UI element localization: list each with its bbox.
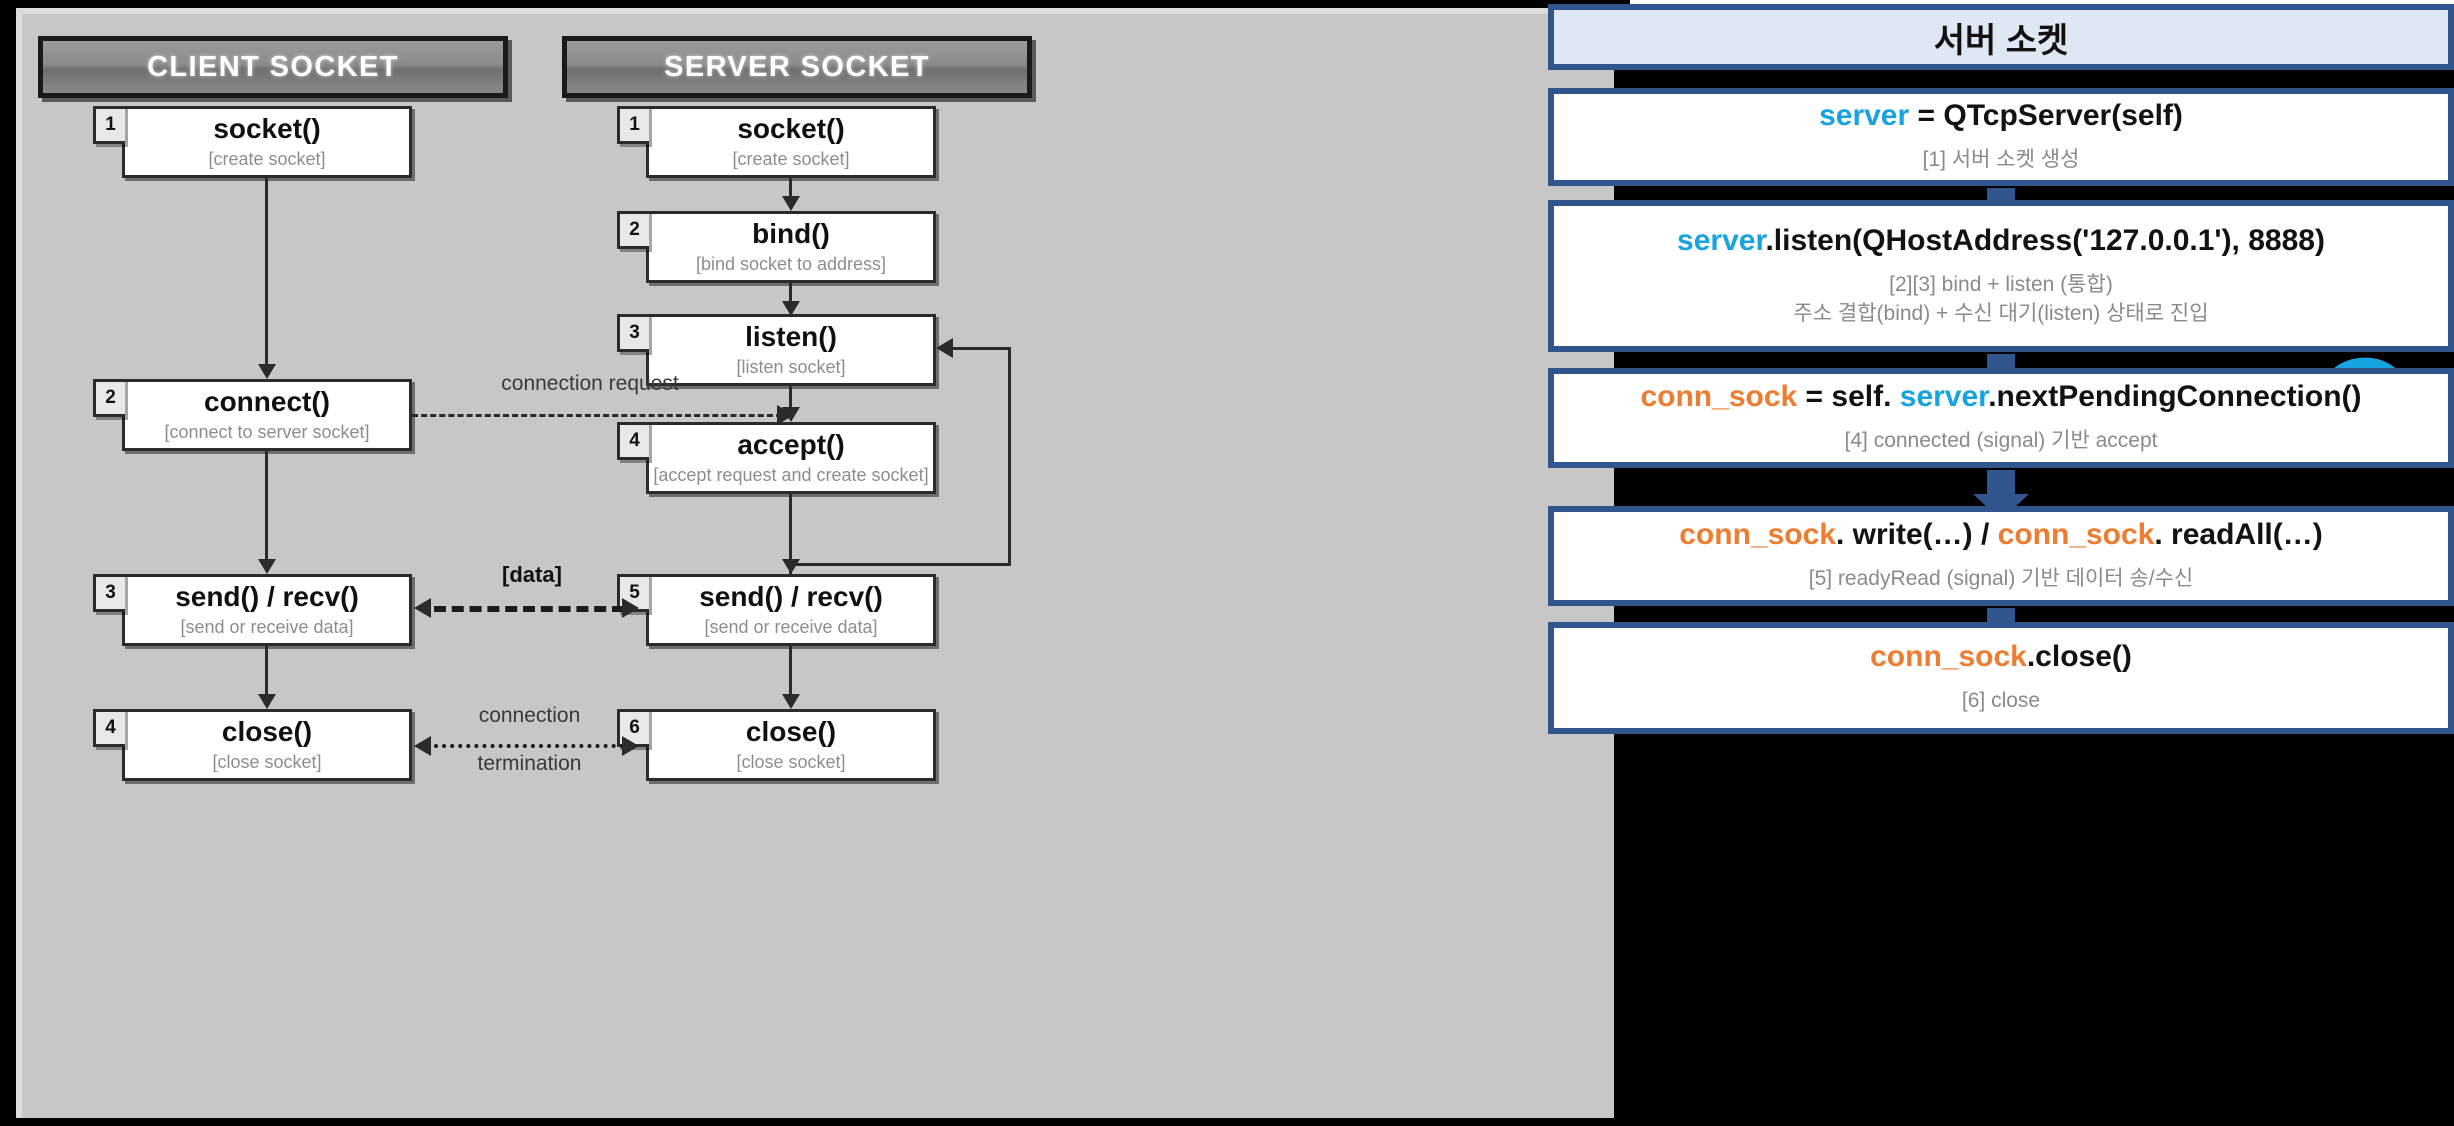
client-step-4-badge: 4 — [93, 709, 125, 747]
client-arrowhead-2 — [258, 559, 276, 574]
server-step-1-badge: 1 — [617, 106, 649, 144]
client-step-4-sub: [close socket] — [212, 751, 322, 772]
client-step-3-sub: [send or receive data] — [180, 616, 354, 637]
server-step-socket: 1 socket() [create socket] — [617, 106, 936, 178]
server-arrowhead-5 — [782, 694, 800, 709]
server-step-1-sub: [create socket] — [732, 148, 850, 169]
edge-termination-line — [434, 744, 624, 748]
server-arrowhead-2 — [782, 301, 800, 316]
server-socket-code-panel: 서버 소켓 server = QTcpServer(self) [1] 서버 소… — [1548, 0, 2454, 1126]
edge-connection-request-label: connection request — [501, 372, 679, 395]
panel-step-1: server = QTcpServer(self) [1] 서버 소켓 생성 — [1548, 88, 2454, 186]
client-step-2-badge: 2 — [93, 379, 125, 417]
client-step-4-title: close() — [221, 716, 313, 748]
client-arrowhead-3 — [258, 694, 276, 709]
server-connector-2 — [789, 283, 792, 305]
edge-termination-label-line2: termination — [477, 752, 582, 775]
server-step-bind: 2 bind() [bind socket to address] — [617, 211, 936, 283]
server-socket-header-label: SERVER SOCKET — [664, 50, 930, 83]
client-step-2-title: connect() — [204, 386, 330, 418]
server-connector-3 — [789, 386, 792, 411]
panel-step-4: conn_sock. write(…) / conn_sock. readAll… — [1548, 506, 2454, 606]
socket-flow-diagram: CLIENT SOCKET SERVER SOCKET 1 socket() [… — [0, 0, 1630, 1126]
client-connector-1 — [265, 178, 268, 368]
edge-data-arrowhead-right — [622, 598, 639, 618]
panel-step-3: conn_sock = self. server.nextPendingConn… — [1548, 368, 2454, 468]
panel-step-2-note: [2][3] bind + listen (통합)주소 결합(bind) + 수… — [1793, 273, 2209, 325]
server-step-accept: 4 accept() [accept request and create so… — [617, 422, 936, 494]
edge-data-arrowhead-left — [414, 598, 431, 618]
client-socket-header-label: CLIENT SOCKET — [147, 50, 399, 83]
panel-step-2-code: server.listen(QHostAddress('127.0.0.1'),… — [1677, 224, 2325, 258]
client-step-3-badge: 3 — [93, 574, 125, 612]
client-step-1-title: socket() — [213, 113, 321, 145]
server-loop-down — [789, 494, 792, 566]
server-loop-top — [952, 347, 1010, 350]
server-arrowhead-4 — [782, 559, 800, 574]
client-step-1-sub: [create socket] — [208, 148, 326, 169]
edge-data-line — [434, 606, 624, 612]
server-step-5-title: send() / recv() — [699, 581, 883, 613]
client-step-connect: 2 connect() [connect to server socket] — [93, 379, 412, 451]
panel-step-1-note: [1] 서버 소켓 생성 — [1922, 148, 2080, 172]
panel-step-5-note: [6] close — [1961, 689, 2041, 713]
client-step-send-recv: 3 send() / recv() [send or receive data] — [93, 574, 412, 646]
panel-step-2: server.listen(QHostAddress('127.0.0.1'),… — [1548, 200, 2454, 352]
panel-step-1-code: server = QTcpServer(self) — [1819, 99, 2183, 133]
client-step-3-title: send() / recv() — [175, 581, 359, 613]
server-step-send-recv: 5 send() / recv() [send or receive data] — [617, 574, 936, 646]
panel-step-5-code: conn_sock.close() — [1870, 640, 2132, 674]
server-loop-bottom — [789, 563, 1011, 566]
server-loop-arrowhead — [936, 338, 953, 358]
panel-step-3-note: [4] connected (signal) 기반 accept — [1844, 429, 2158, 453]
server-step-3-badge: 3 — [617, 314, 649, 352]
server-step-listen: 3 listen() [listen socket] — [617, 314, 936, 386]
client-step-socket: 1 socket() [create socket] — [93, 106, 412, 178]
server-step-3-title: listen() — [745, 321, 837, 353]
server-step-close: 6 close() [close socket] — [617, 709, 936, 781]
server-step-3-sub: [listen socket] — [736, 356, 846, 377]
server-step-4-title: accept() — [737, 429, 845, 461]
client-socket-header: CLIENT SOCKET — [38, 36, 508, 98]
panel-step-5: conn_sock.close() [6] close — [1548, 622, 2454, 734]
server-step-4-badge: 4 — [617, 422, 649, 460]
diagram-canvas: CLIENT SOCKET SERVER SOCKET 1 socket() [… — [16, 8, 1614, 1118]
server-socket-header: SERVER SOCKET — [562, 36, 1032, 98]
server-step-1-title: socket() — [737, 113, 845, 145]
panel-step-4-code: conn_sock. write(…) / conn_sock. readAll… — [1679, 518, 2323, 552]
client-step-close: 4 close() [close socket] — [93, 709, 412, 781]
server-step-5-sub: [send or receive data] — [704, 616, 878, 637]
edge-termination-arrowhead-right — [622, 736, 639, 756]
panel-title: 서버 소켓 — [1933, 21, 2069, 60]
panel-step-4-note: [5] readyRead (signal) 기반 데이터 송/수신 — [1808, 567, 2194, 591]
server-step-6-title: close() — [745, 716, 837, 748]
client-step-1-badge: 1 — [93, 106, 125, 144]
panel-step-3-code: conn_sock = self. server.nextPendingConn… — [1640, 380, 2362, 414]
client-connector-2 — [265, 451, 268, 563]
client-arrowhead-1 — [258, 364, 276, 379]
server-connector-5 — [789, 646, 792, 698]
edge-data-label: [data] — [502, 562, 562, 587]
panel-title-box: 서버 소켓 — [1548, 4, 2454, 70]
client-connector-3 — [265, 646, 268, 698]
edge-connection-request-line — [412, 414, 782, 417]
server-step-6-sub: [close socket] — [736, 751, 846, 772]
edge-termination-arrowhead-left — [414, 736, 431, 756]
server-arrowhead-1 — [782, 196, 800, 211]
server-step-2-sub: [bind socket to address] — [695, 253, 887, 274]
server-step-2-badge: 2 — [617, 211, 649, 249]
server-step-4-sub: [accept request and create socket] — [653, 464, 929, 485]
client-step-2-sub: [connect to server socket] — [164, 421, 370, 442]
edge-termination-label-line1: connection — [478, 704, 581, 727]
server-loop-right — [1008, 347, 1011, 566]
server-step-2-title: bind() — [752, 218, 830, 250]
server-connector-1 — [789, 178, 792, 200]
edge-connection-request-arrowhead — [777, 405, 794, 425]
